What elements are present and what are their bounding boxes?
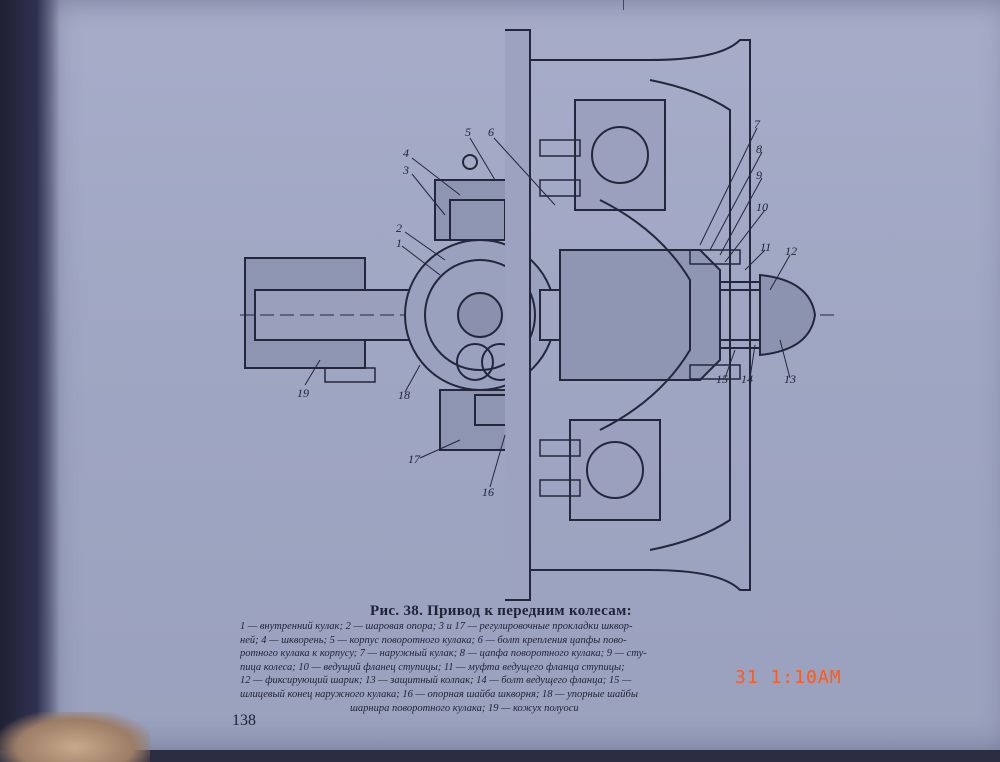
page-number: 138 xyxy=(232,712,256,729)
figure-legend: 1 — внутренний кулак; 2 — шаровая опора;… xyxy=(240,620,820,715)
callout-1: 1 xyxy=(396,236,402,250)
legend-line: ротного кулака к корпусу; 7 — наружный к… xyxy=(240,648,647,660)
legend-line: 1 — внутренний кулак; 2 — шаровая опора;… xyxy=(240,621,633,632)
callout-15: 15 xyxy=(716,372,728,386)
camera-timestamp: 31 1:10AM xyxy=(735,667,842,688)
callout-3: 3 xyxy=(403,163,409,177)
page-gutter-shadow xyxy=(0,0,60,750)
legend-line: пица колеса; 10 — ведущий фланец ступицы… xyxy=(240,661,625,673)
page-top-mark: | xyxy=(622,0,625,11)
callout-5: 5 xyxy=(465,125,471,139)
callout-2: 2 xyxy=(396,221,402,235)
callout-18: 18 xyxy=(398,388,410,402)
callout-16: 16 xyxy=(482,485,494,499)
callout-4: 4 xyxy=(403,146,409,160)
callout-19: 19 xyxy=(297,386,309,400)
legend-line: шарнира поворотного кулака; 19 — кожух п… xyxy=(350,702,579,714)
callout-14: 14 xyxy=(741,372,753,386)
legend-line: ней; 4 — шкворень; 5 — корпус поворотног… xyxy=(240,634,627,646)
protective-cap xyxy=(759,273,817,357)
wheel-hub xyxy=(559,99,721,521)
callout-6: 6 xyxy=(488,125,494,139)
wheel-rim xyxy=(505,29,751,601)
callout-10: 10 xyxy=(756,200,768,214)
figure-caption-title: Рис. 38. Привод к передним колесам: xyxy=(370,603,632,619)
thumb-shadow xyxy=(0,712,150,762)
legend-line: 12 — фиксирующий шарик; 13 — защитный ко… xyxy=(240,675,632,687)
callout-9: 9 xyxy=(756,168,762,182)
callout-8: 8 xyxy=(756,142,762,156)
callout-12: 12 xyxy=(785,244,797,258)
callout-11: 11 xyxy=(760,240,772,254)
leader-lines xyxy=(304,127,791,488)
axle-housing xyxy=(240,257,840,369)
callout-13: 13 xyxy=(784,372,796,386)
callout-17: 17 xyxy=(408,452,420,466)
legend-line: шлицевый конец наружного кулака; 16 — оп… xyxy=(240,688,638,700)
callout-7: 7 xyxy=(754,117,760,131)
ball-joint xyxy=(404,239,556,391)
